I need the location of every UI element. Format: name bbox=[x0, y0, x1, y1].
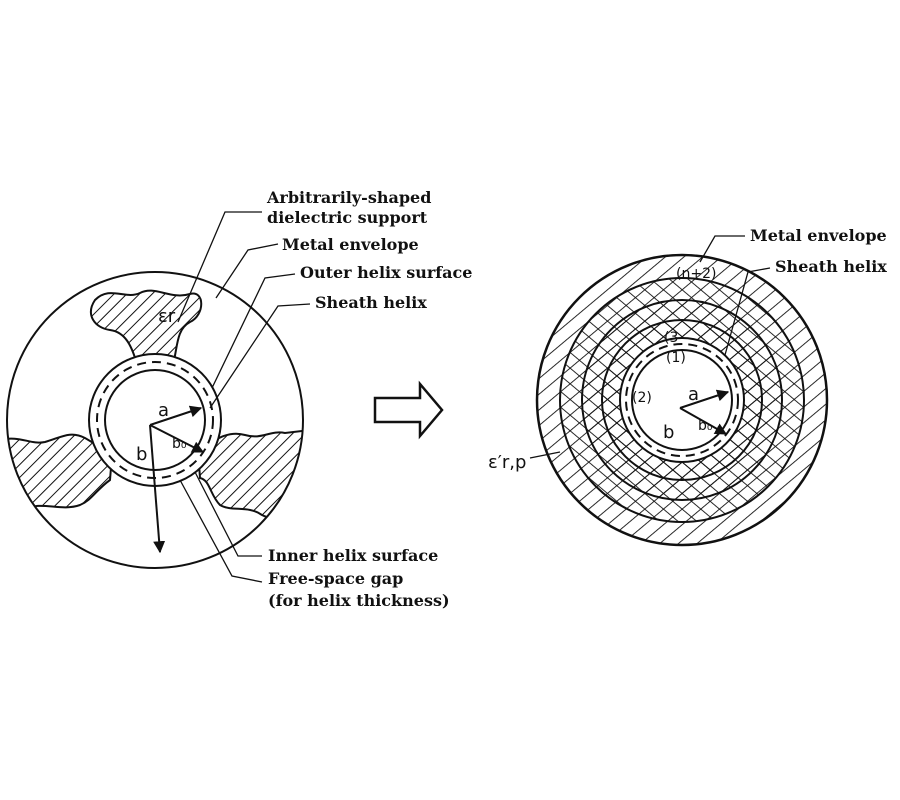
leader-free-space-gap bbox=[179, 479, 263, 583]
region-label-1: (1) bbox=[666, 350, 686, 366]
symbol-eps-r-left: εr bbox=[158, 306, 176, 327]
label-gap-line1: Free-space gap bbox=[268, 569, 403, 588]
symbol-eps-right: ε′r,p bbox=[488, 452, 526, 473]
symbol-b0-right: b₀ bbox=[698, 418, 713, 434]
leader-metal-envelope-right bbox=[699, 235, 745, 263]
dielectric-support-top bbox=[90, 289, 203, 369]
left-diagram: εr a b b₀ Arbitrarily-shaped dielectric … bbox=[6, 188, 472, 610]
symbol-b0-left: b₀ bbox=[172, 436, 187, 452]
radius-a-arrow-right bbox=[679, 389, 730, 409]
leader-metal-envelope bbox=[215, 243, 279, 299]
inner-helix-surface bbox=[104, 369, 206, 471]
leader-inner-helix bbox=[194, 471, 262, 557]
label-support-line2: dielectric support bbox=[267, 208, 428, 227]
symbol-a-left: a bbox=[158, 400, 169, 421]
label-sheath-helix-left: Sheath helix bbox=[315, 293, 427, 312]
right-diagram: (n+2) (3 (1) (2) a b b₀ ε′r,p Metal enve… bbox=[488, 226, 887, 547]
region-label-outer: (n+2) bbox=[676, 266, 716, 282]
label-gap-line2: (for helix thickness) bbox=[268, 591, 450, 610]
inner-core-right bbox=[631, 349, 733, 451]
leader-eps-right bbox=[529, 451, 561, 459]
metal-envelope-left bbox=[6, 271, 304, 569]
sheath-helix-right bbox=[625, 343, 739, 457]
label-metal-envelope-left: Metal envelope bbox=[282, 235, 419, 254]
label-sheath-helix-right: Sheath helix bbox=[775, 257, 887, 276]
label-outer-helix: Outer helix surface bbox=[300, 263, 472, 282]
leader-sheath-helix bbox=[209, 303, 311, 409]
leader-support bbox=[177, 211, 262, 323]
radius-b0-arrow-right bbox=[679, 407, 728, 435]
label-metal-envelope-right: Metal envelope bbox=[750, 226, 887, 245]
region-label-2: (2) bbox=[632, 390, 652, 406]
symbol-b-left: b bbox=[136, 444, 147, 465]
symbol-a-right: a bbox=[688, 384, 699, 405]
leader-sheath-helix-right bbox=[724, 267, 771, 356]
radius-b0-arrow bbox=[149, 424, 205, 453]
transform-arrow bbox=[373, 380, 444, 440]
label-support-line1: Arbitrarily-shaped bbox=[266, 188, 431, 207]
leader-outer-helix bbox=[211, 273, 296, 389]
radius-b-arrow bbox=[149, 424, 166, 554]
label-inner-helix: Inner helix surface bbox=[268, 546, 438, 565]
radius-a-arrow bbox=[149, 405, 203, 426]
symbol-b-right: b bbox=[663, 422, 674, 443]
region-label-3: (3 bbox=[664, 330, 678, 346]
